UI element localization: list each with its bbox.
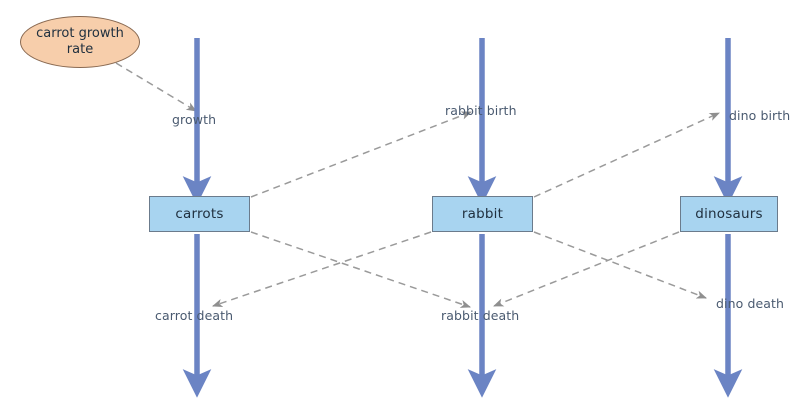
connector-rabbit-to-dino-birth xyxy=(533,112,720,198)
flow-label-rabbit-death[interactable]: rabbit death xyxy=(441,308,520,323)
flow-label-rabbit-birth[interactable]: rabbit birth xyxy=(445,103,517,118)
stock-carrots[interactable]: carrots xyxy=(149,196,250,232)
connector-rabbit-to-carrot-death xyxy=(212,231,432,307)
connector-rabbit-to-dino-death xyxy=(533,231,707,299)
flow-label-growth[interactable]: growth xyxy=(172,112,217,127)
flow-label-dino-birth[interactable]: dino birth xyxy=(729,108,791,123)
connector-carrot-growth-rate-to-growth xyxy=(115,62,197,112)
stock-label: dinosaurs xyxy=(695,206,763,222)
converter-label: carrot growth rate xyxy=(36,26,124,57)
stock-rabbit[interactable]: rabbit xyxy=(432,196,533,232)
connector-dinosaurs-to-rabbit-death xyxy=(493,231,680,307)
converter-carrot-growth-rate[interactable]: carrot growth rate xyxy=(20,16,140,68)
flow-label-dino-death[interactable]: dino death xyxy=(716,296,785,311)
stock-label: rabbit xyxy=(461,206,504,222)
stock-label: carrots xyxy=(175,206,224,222)
connector-carrots-to-rabbit-death xyxy=(250,231,471,308)
flow-label-carrot-death[interactable]: carrot death xyxy=(155,308,234,323)
connector-carrots-to-rabbit-birth xyxy=(250,111,472,198)
stock-dinosaurs[interactable]: dinosaurs xyxy=(680,196,778,232)
